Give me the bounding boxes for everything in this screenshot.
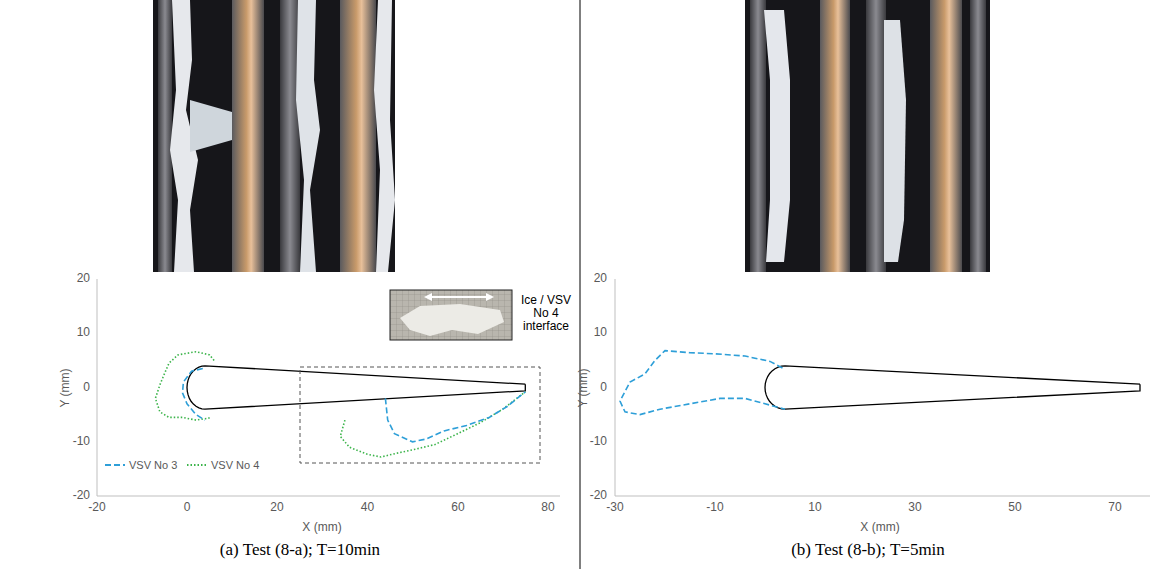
tick-label: 30 — [908, 501, 921, 514]
legend-text: VSV No 3 — [129, 459, 177, 471]
tick-label: 80 — [541, 501, 554, 514]
tick-label: 10 — [808, 501, 821, 514]
airfoil-profile — [187, 366, 525, 409]
tick-label: 20 — [77, 272, 90, 285]
tick-label: 0 — [600, 381, 607, 394]
tick-label: 20 — [270, 501, 283, 514]
airfoil-profile — [765, 366, 1140, 409]
subfigure-caption: (b) Test (8-b); T=5min — [791, 541, 945, 560]
tick-label: 70 — [1108, 501, 1121, 514]
tick-label: -20 — [88, 501, 105, 514]
tick-label: -10 — [73, 435, 90, 448]
tick-label: 20 — [594, 272, 607, 285]
photo-left — [153, 0, 395, 272]
legend-text: VSV No 4 — [211, 459, 259, 471]
tick-label: 0 — [184, 501, 191, 514]
tick-label: 50 — [1008, 501, 1021, 514]
photo-right — [745, 0, 990, 272]
tick-label: -20 — [73, 489, 90, 502]
x-axis — [615, 496, 1150, 497]
ice-profile-vsv4 — [155, 352, 214, 420]
tick-label: -30 — [606, 501, 623, 514]
tick-label: 0 — [83, 381, 90, 394]
ice-profile-vsv4 — [340, 392, 525, 457]
legend-entry: VSV No 4 — [186, 459, 259, 471]
inset-photo — [390, 290, 512, 340]
legend-line-sample — [104, 460, 126, 470]
axis-title: Y (mm) — [577, 368, 590, 407]
y-axis — [97, 279, 98, 496]
tick-label: 10 — [77, 326, 90, 339]
tick-label: -10 — [706, 501, 723, 514]
axis-title: Y (mm) — [59, 368, 72, 407]
axis-title: X (mm) — [302, 521, 341, 534]
tick-label: -20 — [590, 489, 607, 502]
tick-label: -10 — [590, 435, 607, 448]
legend-entry: VSV No 3 — [104, 459, 177, 471]
subfigure-caption: (a) Test (8-a); T=10min — [220, 541, 380, 560]
divider — [580, 0, 581, 569]
ice-profile-vsv3 — [385, 392, 525, 442]
tick-label: 10 — [594, 326, 607, 339]
ice-profile-vsv3 — [620, 351, 785, 415]
zoom-box — [300, 367, 540, 463]
inset-note: Ice / VSV No 4 interface — [516, 294, 576, 334]
y-axis — [615, 279, 616, 496]
axis-title: X (mm) — [860, 521, 899, 534]
x-axis — [97, 496, 560, 497]
tick-label: 60 — [451, 501, 464, 514]
legend-line-sample — [186, 460, 208, 470]
tick-label: 40 — [361, 501, 374, 514]
ice-profile-vsv3 — [183, 369, 206, 421]
